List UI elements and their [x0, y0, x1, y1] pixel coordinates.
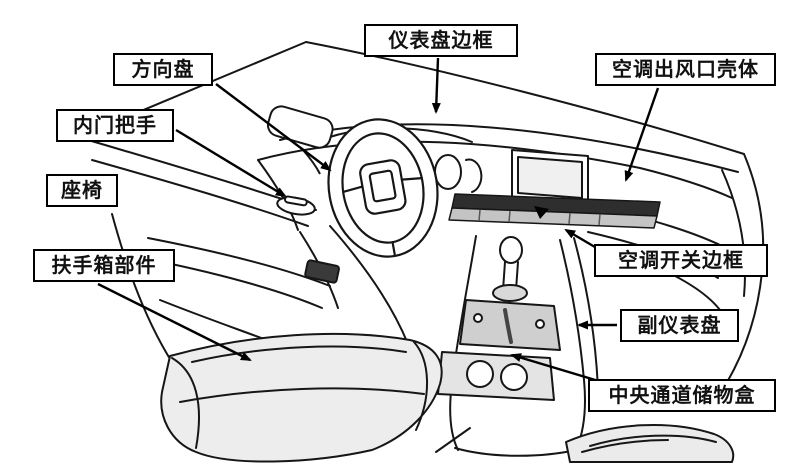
arrow-steering-wheel — [215, 83, 332, 172]
label-secondary-dash-text: 副仪表盘 — [637, 313, 722, 337]
center-console-drawing — [437, 235, 599, 457]
arrow-center-tunnel-storage — [510, 353, 603, 384]
label-seat: 座椅 — [46, 174, 118, 207]
label-steering-wheel: 方向盘 — [113, 53, 213, 86]
label-center-tunnel-storage-text: 中央通道储物盒 — [608, 383, 756, 407]
label-ac-switch-bezel: 空调开关边框 — [594, 244, 768, 277]
center-screen-drawing — [511, 149, 589, 205]
label-seat-text: 座椅 — [61, 178, 103, 202]
label-armrest-box: 扶手箱部件 — [33, 249, 175, 282]
steering-wheel-drawing — [327, 118, 439, 258]
side-mirror-drawing — [266, 105, 334, 175]
label-dashboard-bezel-text: 仪表盘边框 — [388, 28, 494, 52]
label-inner-door-handle-text: 内门把手 — [73, 113, 157, 137]
arrow-dashboard-bezel — [431, 57, 441, 114]
label-inner-door-handle: 内门把手 — [56, 109, 174, 142]
annotation-arrows — [97, 57, 660, 384]
label-armrest-box-text: 扶手箱部件 — [51, 253, 157, 277]
seat-drawing — [160, 332, 735, 463]
arrow-armrest-box — [97, 282, 252, 362]
door-panel-drawing — [87, 139, 340, 381]
label-ac-outlet-housing-text: 空调出风口壳体 — [612, 57, 759, 81]
arrow-ac-outlet-housing — [624, 87, 660, 182]
label-dashboard-bezel: 仪表盘边框 — [364, 24, 518, 57]
label-center-tunnel-storage: 中央通道储物盒 — [588, 379, 776, 412]
arrow-inner-door-handle — [175, 128, 287, 198]
label-ac-outlet-housing: 空调出风口壳体 — [595, 53, 776, 86]
label-steering-wheel-text: 方向盘 — [131, 57, 195, 81]
ac-vent-strip-drawing — [448, 193, 661, 229]
label-ac-switch-bezel-text: 空调开关边框 — [618, 248, 744, 272]
label-secondary-dash: 副仪表盘 — [620, 309, 739, 342]
